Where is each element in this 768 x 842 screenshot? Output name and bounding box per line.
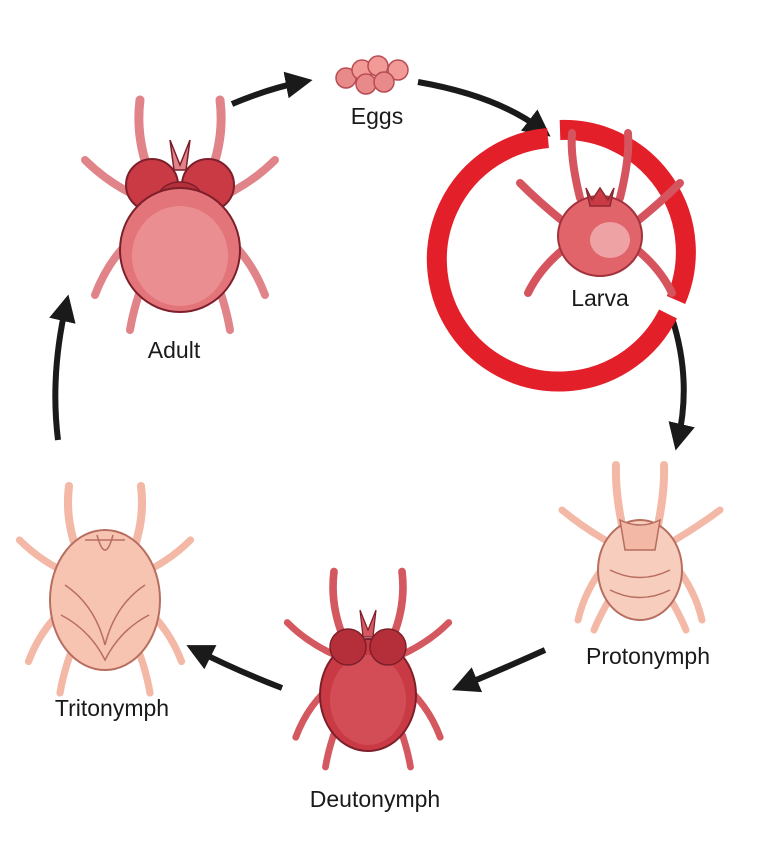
arrow-eggs-to-larva — [417, 79, 551, 137]
protonymph-label: Protonymph — [586, 643, 710, 669]
deutonymph-mite-illustration — [287, 572, 449, 768]
adult-label: Adult — [148, 337, 201, 363]
cycle-arrows — [49, 71, 695, 693]
deutonymph-label: Deutonymph — [310, 786, 440, 812]
tritonymph-label: Tritonymph — [55, 695, 169, 721]
arrow-deutonymph-to-tritonymph — [186, 645, 284, 691]
arrow-tritonymph-to-adult — [49, 294, 76, 441]
arrow-larva-to-protonymph — [668, 317, 695, 451]
arrow-protonymph-to-deutonymph — [452, 647, 547, 693]
larva-label: Larva — [571, 285, 629, 311]
larva-mite-illustration — [516, 129, 684, 297]
arrow-adult-to-eggs — [230, 71, 313, 107]
larva-highlight-ring — [426, 128, 677, 392]
eggs-label: Eggs — [351, 103, 403, 129]
larva-highlight-ring-top — [559, 119, 696, 304]
protonymph-mite-illustration — [558, 461, 724, 634]
tritonymph-mite-illustration — [20, 486, 191, 693]
eggs-illustration — [335, 55, 409, 95]
adult-mite-illustration — [85, 100, 275, 330]
